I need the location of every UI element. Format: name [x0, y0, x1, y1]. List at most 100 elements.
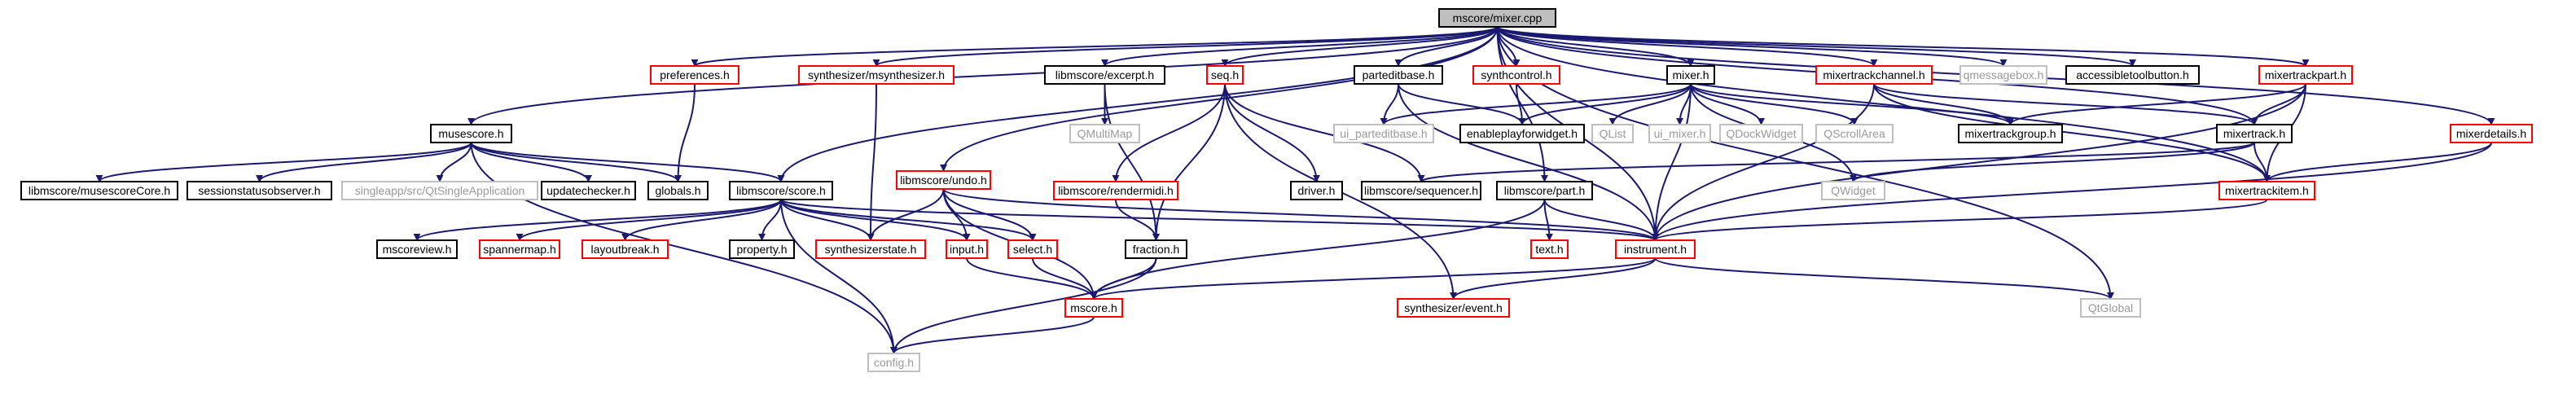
edge-preferences-to-globals [674, 83, 696, 182]
edge-instrument-to-event [1450, 257, 1657, 300]
file-node-fraction[interactable]: fraction.h [1125, 239, 1187, 259]
file-node-sessionstatusobserver[interactable]: sessionstatusobserver.h [187, 181, 332, 200]
file-node-rendermidi[interactable]: libmscore/rendermidi.h [1053, 181, 1178, 200]
node-box [1591, 124, 1634, 143]
file-node-text[interactable]: text.h [1530, 239, 1569, 259]
file-node-synthesizerstate[interactable]: synthesizerstate.h [815, 239, 926, 259]
file-node-globals[interactable]: globals.h [647, 181, 709, 200]
node-label: QMultiMap [1077, 127, 1133, 140]
file-node-input[interactable]: input.h [946, 239, 988, 259]
edge-mscore-to-config [890, 316, 1095, 354]
file-node-synthcontrol[interactable]: synthcontrol.h [1472, 65, 1560, 85]
file-node-config[interactable]: config.h [867, 353, 920, 372]
file-node-driver[interactable]: driver.h [1290, 181, 1343, 200]
file-node-qtglobal[interactable]: QtGlobal [2080, 298, 2141, 318]
file-node-qscrollarea[interactable]: QScrollArea [1815, 124, 1894, 143]
node-label: synthesizer/msynthesizer.h [808, 68, 945, 81]
edge-mixer_h-to-qdockwidget [1690, 83, 1765, 125]
edge-msynth-to-synthesizerstate [867, 83, 877, 241]
edge-mixerdetails-to-mixertrackitem [2263, 142, 2492, 182]
file-node-mixer-h[interactable]: mixer.h [1666, 65, 1715, 85]
edge-mixer_h-to-instrument [1652, 83, 1692, 241]
node-box [376, 239, 458, 259]
edge-undo-to-instrument [942, 188, 1659, 241]
dependency-edge [867, 188, 945, 241]
dependency-edge [1380, 83, 1692, 125]
file-node-updatechecker[interactable]: updatechecker.h [541, 181, 636, 200]
edge-score-to-mscoreview [413, 199, 782, 241]
file-node-mscore[interactable]: mscore.h [1064, 298, 1123, 318]
file-node-mixerdetails[interactable]: mixerdetails.h [2450, 124, 2533, 143]
node-label: libmscore/rendermidi.h [1058, 184, 1174, 197]
file-node-seq[interactable]: seq.h [1206, 65, 1244, 85]
file-node-excerpt[interactable]: libmscore/excerpt.h [1044, 65, 1165, 85]
dependency-edge [780, 199, 1659, 241]
edge-mixer_h-to-qscrollarea [1690, 83, 1858, 125]
node-box [2450, 124, 2533, 143]
file-node-mixertrackpart[interactable]: mixertrackpart.h [2258, 65, 2353, 85]
file-node-qwidget[interactable]: QWidget [1821, 181, 1885, 200]
file-node-ui-mixer[interactable]: ui_mixer.h [1648, 124, 1711, 143]
node-label: text.h [1535, 243, 1563, 256]
file-node-accessibletoolbutton[interactable]: accessibletoolbutton.h [2065, 65, 2200, 85]
file-node-undo[interactable]: libmscore/undo.h [896, 170, 991, 190]
file-node-mixertrack[interactable]: mixertrack.h [2216, 124, 2293, 143]
edge-mixer_h-to-enableplayforwidget [1518, 83, 1692, 125]
node-box [541, 181, 636, 200]
file-node-event[interactable]: synthesizer/event.h [1397, 298, 1510, 318]
file-node-preferences[interactable]: preferences.h [650, 65, 739, 85]
node-box [1044, 65, 1165, 85]
edge-seq-to-rendermidi [1112, 83, 1226, 182]
node-box [1472, 65, 1560, 85]
dependency-edge [1496, 26, 1878, 67]
dependency-edge [1101, 26, 1499, 67]
edge-score-to-synthesizerstate [780, 199, 875, 241]
file-node-mixertrackgroup[interactable]: mixertrackgroup.h [1958, 124, 2063, 143]
node-box [341, 181, 538, 200]
file-node-sequencer[interactable]: libmscore/sequencer.h [1361, 181, 1481, 200]
file-node-property[interactable]: property.h [729, 239, 795, 259]
file-node-spannermap[interactable]: spannermap.h [479, 239, 560, 259]
edge-mixer_cpp-to-msynth [872, 26, 1499, 67]
dependency-edge [1104, 83, 1160, 241]
node-label: input.h [950, 243, 984, 256]
file-node-musescorecore[interactable]: libmscore/musescoreCore.h [20, 181, 178, 200]
file-node-msynth[interactable]: synthesizer/msynthesizer.h [798, 65, 954, 85]
file-node-score[interactable]: libmscore/score.h [729, 181, 833, 200]
edge-mixer_h-to-qlist [1608, 83, 1692, 125]
edge-fraction-to-config [890, 257, 1157, 354]
file-node-qmessagebox[interactable]: qmessagebox.h [1959, 65, 2047, 85]
file-node-qtsingleapp[interactable]: singleapp/src/QtSingleApplication [341, 181, 538, 200]
dependency-edge [516, 199, 782, 241]
node-label: qmessagebox.h [1964, 68, 2044, 81]
file-node-layoutbreak[interactable]: layoutbreak.h [581, 239, 669, 259]
file-node-mscoreview[interactable]: mscoreview.h [376, 239, 458, 259]
edge-parteditbase-to-enableplayforwidget [1398, 83, 1526, 125]
edge-mixertrackchannel-to-mixertrack [1873, 83, 2258, 125]
node-box [1615, 239, 1696, 259]
node-box [729, 181, 833, 200]
file-node-instrument[interactable]: instrument.h [1615, 239, 1696, 259]
file-node-part[interactable]: libmscore/part.h [1496, 181, 1593, 200]
file-node-mixertrackchannel[interactable]: mixertrackchannel.h [1815, 65, 1933, 85]
dependency-edge [780, 199, 897, 354]
node-box [1354, 65, 1443, 85]
file-node-qmultimap[interactable]: QMultiMap [1069, 124, 1140, 143]
file-node-musescore[interactable]: musescore.h [430, 124, 512, 143]
dependency-edge [1115, 199, 1160, 241]
dependency-edge [1652, 199, 2268, 241]
file-node-mixertrackitem[interactable]: mixertrackitem.h [2218, 181, 2315, 200]
edge-mixer_h-to-ui_parteditbase [1380, 83, 1692, 125]
file-node-parteditbase[interactable]: parteditbase.h [1354, 65, 1443, 85]
edge-mixer_cpp-to-mixer_h [1496, 26, 1695, 67]
dependency-edge [1873, 83, 2014, 125]
node-label: ui_mixer.h [1654, 127, 1706, 140]
node-label: spannermap.h [483, 243, 556, 256]
file-node-qlist[interactable]: QList [1591, 124, 1634, 143]
file-node-enableplayforwidget[interactable]: enableplayforwidget.h [1459, 124, 1585, 143]
file-node-ui-parteditbase[interactable]: ui_parteditbase.h [1333, 124, 1434, 143]
file-node-qdockwidget[interactable]: QDockWidget [1719, 124, 1803, 143]
file-node-select[interactable]: select.h [1007, 239, 1058, 259]
dependency-edge [1496, 26, 1548, 182]
